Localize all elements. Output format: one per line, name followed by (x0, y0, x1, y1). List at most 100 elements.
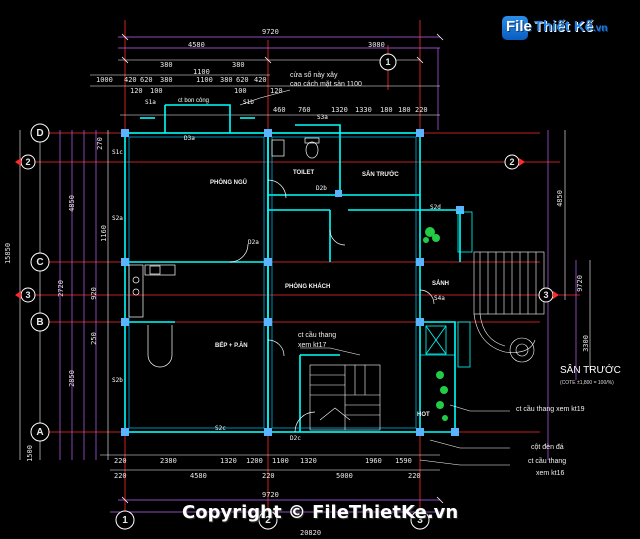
dim-left-chain: 920 (89, 287, 98, 300)
columns (121, 129, 464, 436)
dim-top-overall: 9720 (262, 28, 279, 36)
dim-top-chain: 180 (398, 106, 411, 114)
tag-window: S1a (145, 99, 156, 106)
door-swings (229, 179, 435, 433)
copyright-watermark: Copyright © FileThietKe.vn (182, 502, 459, 523)
note-cot-dien-da: cột đèn đá (531, 444, 564, 451)
dim-right-chain: 9720 (575, 275, 584, 292)
dim-top-chain: 180 (380, 106, 393, 114)
tag-door: D2c (290, 435, 301, 442)
indoor-staircase (309, 364, 381, 431)
tag-door: D2b (316, 185, 327, 192)
dim-top-chain: 420 (124, 76, 137, 84)
dining-table (147, 325, 173, 368)
dim-left-chain: 270 (95, 137, 104, 150)
dim-top-chain: 380 (160, 76, 173, 84)
note-cua-so: cửa sổ này xây (290, 72, 338, 79)
dim-left-chain: 2850 (67, 370, 76, 387)
section-label-2-left: 2 (25, 157, 31, 167)
note-xem-kt17: xem kt17 (298, 342, 327, 349)
watermark-logo-domain: .vn (593, 23, 608, 34)
dim-right-chain: 3300 (581, 335, 590, 352)
room-label-toilet: TOILET (293, 170, 315, 176)
room-label-san-truoc-small: SÂN TRƯỚC (362, 172, 399, 178)
section-label-2-right: 2 (509, 157, 515, 167)
dim-top-chain: 420 (254, 76, 267, 84)
dim-top-chain: 120 (270, 87, 283, 95)
dim-bottom-chain: 2380 (160, 457, 177, 465)
tag-window: S3a (317, 114, 328, 121)
dim-bottom-chain: 1200 (246, 457, 263, 465)
dim-left-chain: 2720 (56, 280, 65, 297)
dim-top-segment: 4580 (188, 41, 205, 49)
section-arrows (15, 158, 559, 299)
outdoor-staircase (473, 251, 545, 363)
axis-label-2: 2 (265, 515, 271, 526)
section-label-3-left: 3 (25, 290, 31, 300)
tag-window: S1b (243, 99, 254, 106)
axis-label-A: A (36, 427, 44, 438)
note-ct-cau-thang-17: ct cầu thang (298, 332, 337, 339)
dim-left-chain: 1160 (99, 225, 108, 242)
kitchen-counter (128, 264, 176, 318)
dim-top-chain: 100 (150, 87, 163, 95)
section-markers (20, 154, 554, 303)
dim-bottom-chain: 1960 (365, 457, 382, 465)
room-label-phong-ngu: PHÒNG NGỦ (210, 180, 248, 186)
axis-label-C: C (36, 257, 44, 268)
room-label-phong-khach: PHÒNG KHÁCH (285, 284, 331, 290)
dim-top-segment: 1100 (193, 68, 210, 76)
axis-label-3: 3 (417, 515, 423, 526)
dim-top-chain: 1100 (196, 76, 213, 84)
watermark-logo-badge (502, 16, 528, 40)
room-label-hot: HOT (417, 412, 430, 418)
dim-top-chain: 1000 (96, 76, 113, 84)
tag-window: S2d (430, 204, 441, 211)
tag-window: S1c (112, 149, 123, 156)
side-balcony (420, 211, 473, 368)
toilet-fixtures (271, 137, 320, 159)
dim-top-segment: 380 (232, 61, 245, 69)
tag-window: S2c (215, 425, 226, 432)
dim-right-chain: 4850 (555, 190, 564, 207)
dim-left-chain: 4850 (67, 195, 76, 212)
dim-top-segment: 3080 (368, 41, 385, 49)
dim-bottom-chain: 1590 (395, 457, 412, 465)
watermark-logo-rest: Thiết Kế (533, 18, 594, 35)
axis-label-B: B (36, 317, 44, 328)
dim-top-chain: 1330 (355, 106, 372, 114)
axis-label-D: D (36, 128, 44, 139)
dim-bottom-chain: 4580 (190, 472, 207, 480)
dim-bottom-total: 20820 (300, 529, 322, 537)
dim-bottom-overall: 9720 (262, 491, 279, 499)
top-marker-label: 1 (385, 57, 391, 67)
dim-bottom-chain: 220 (114, 472, 127, 480)
dim-bottom-chain: 1320 (220, 457, 237, 465)
tag-window: S2b (112, 377, 123, 384)
note-xem-kt16: xem kt16 (536, 470, 565, 477)
dim-left-chain: 1500 (25, 445, 34, 462)
note-ct-cau-thang-16: ct cầu thang (528, 458, 567, 465)
dim-bottom-chain: 1320 (300, 457, 317, 465)
tag-door: D2a (248, 239, 259, 246)
planters (423, 227, 448, 421)
dim-top-chain: 460 (273, 106, 286, 114)
dim-bottom-chain: 220 (262, 472, 275, 480)
dim-bottom-chain: 1100 (272, 457, 289, 465)
tag-window: S4a (434, 295, 445, 302)
leader-lines (239, 89, 510, 466)
dim-top-chain: 220 (415, 106, 428, 114)
dim-left-overall: 15850 (4, 242, 13, 265)
dim-top-chain: 620 (140, 76, 153, 84)
axis-bubbles (30, 53, 430, 530)
dim-bottom-chain: 220 (408, 472, 421, 480)
section-label-3-right: 3 (543, 290, 549, 300)
dim-top-segment: 380 (160, 61, 173, 69)
note-ct-cau-thang-19: ct cầu thang xem kt19 (516, 406, 585, 413)
note-cua-so-2: cao cách mặt sàn 1100 (290, 81, 362, 88)
tag-door: D3a (184, 135, 195, 142)
dim-bottom-chain: 5000 (336, 472, 353, 480)
room-label-sanh: SẢNH (432, 281, 450, 287)
